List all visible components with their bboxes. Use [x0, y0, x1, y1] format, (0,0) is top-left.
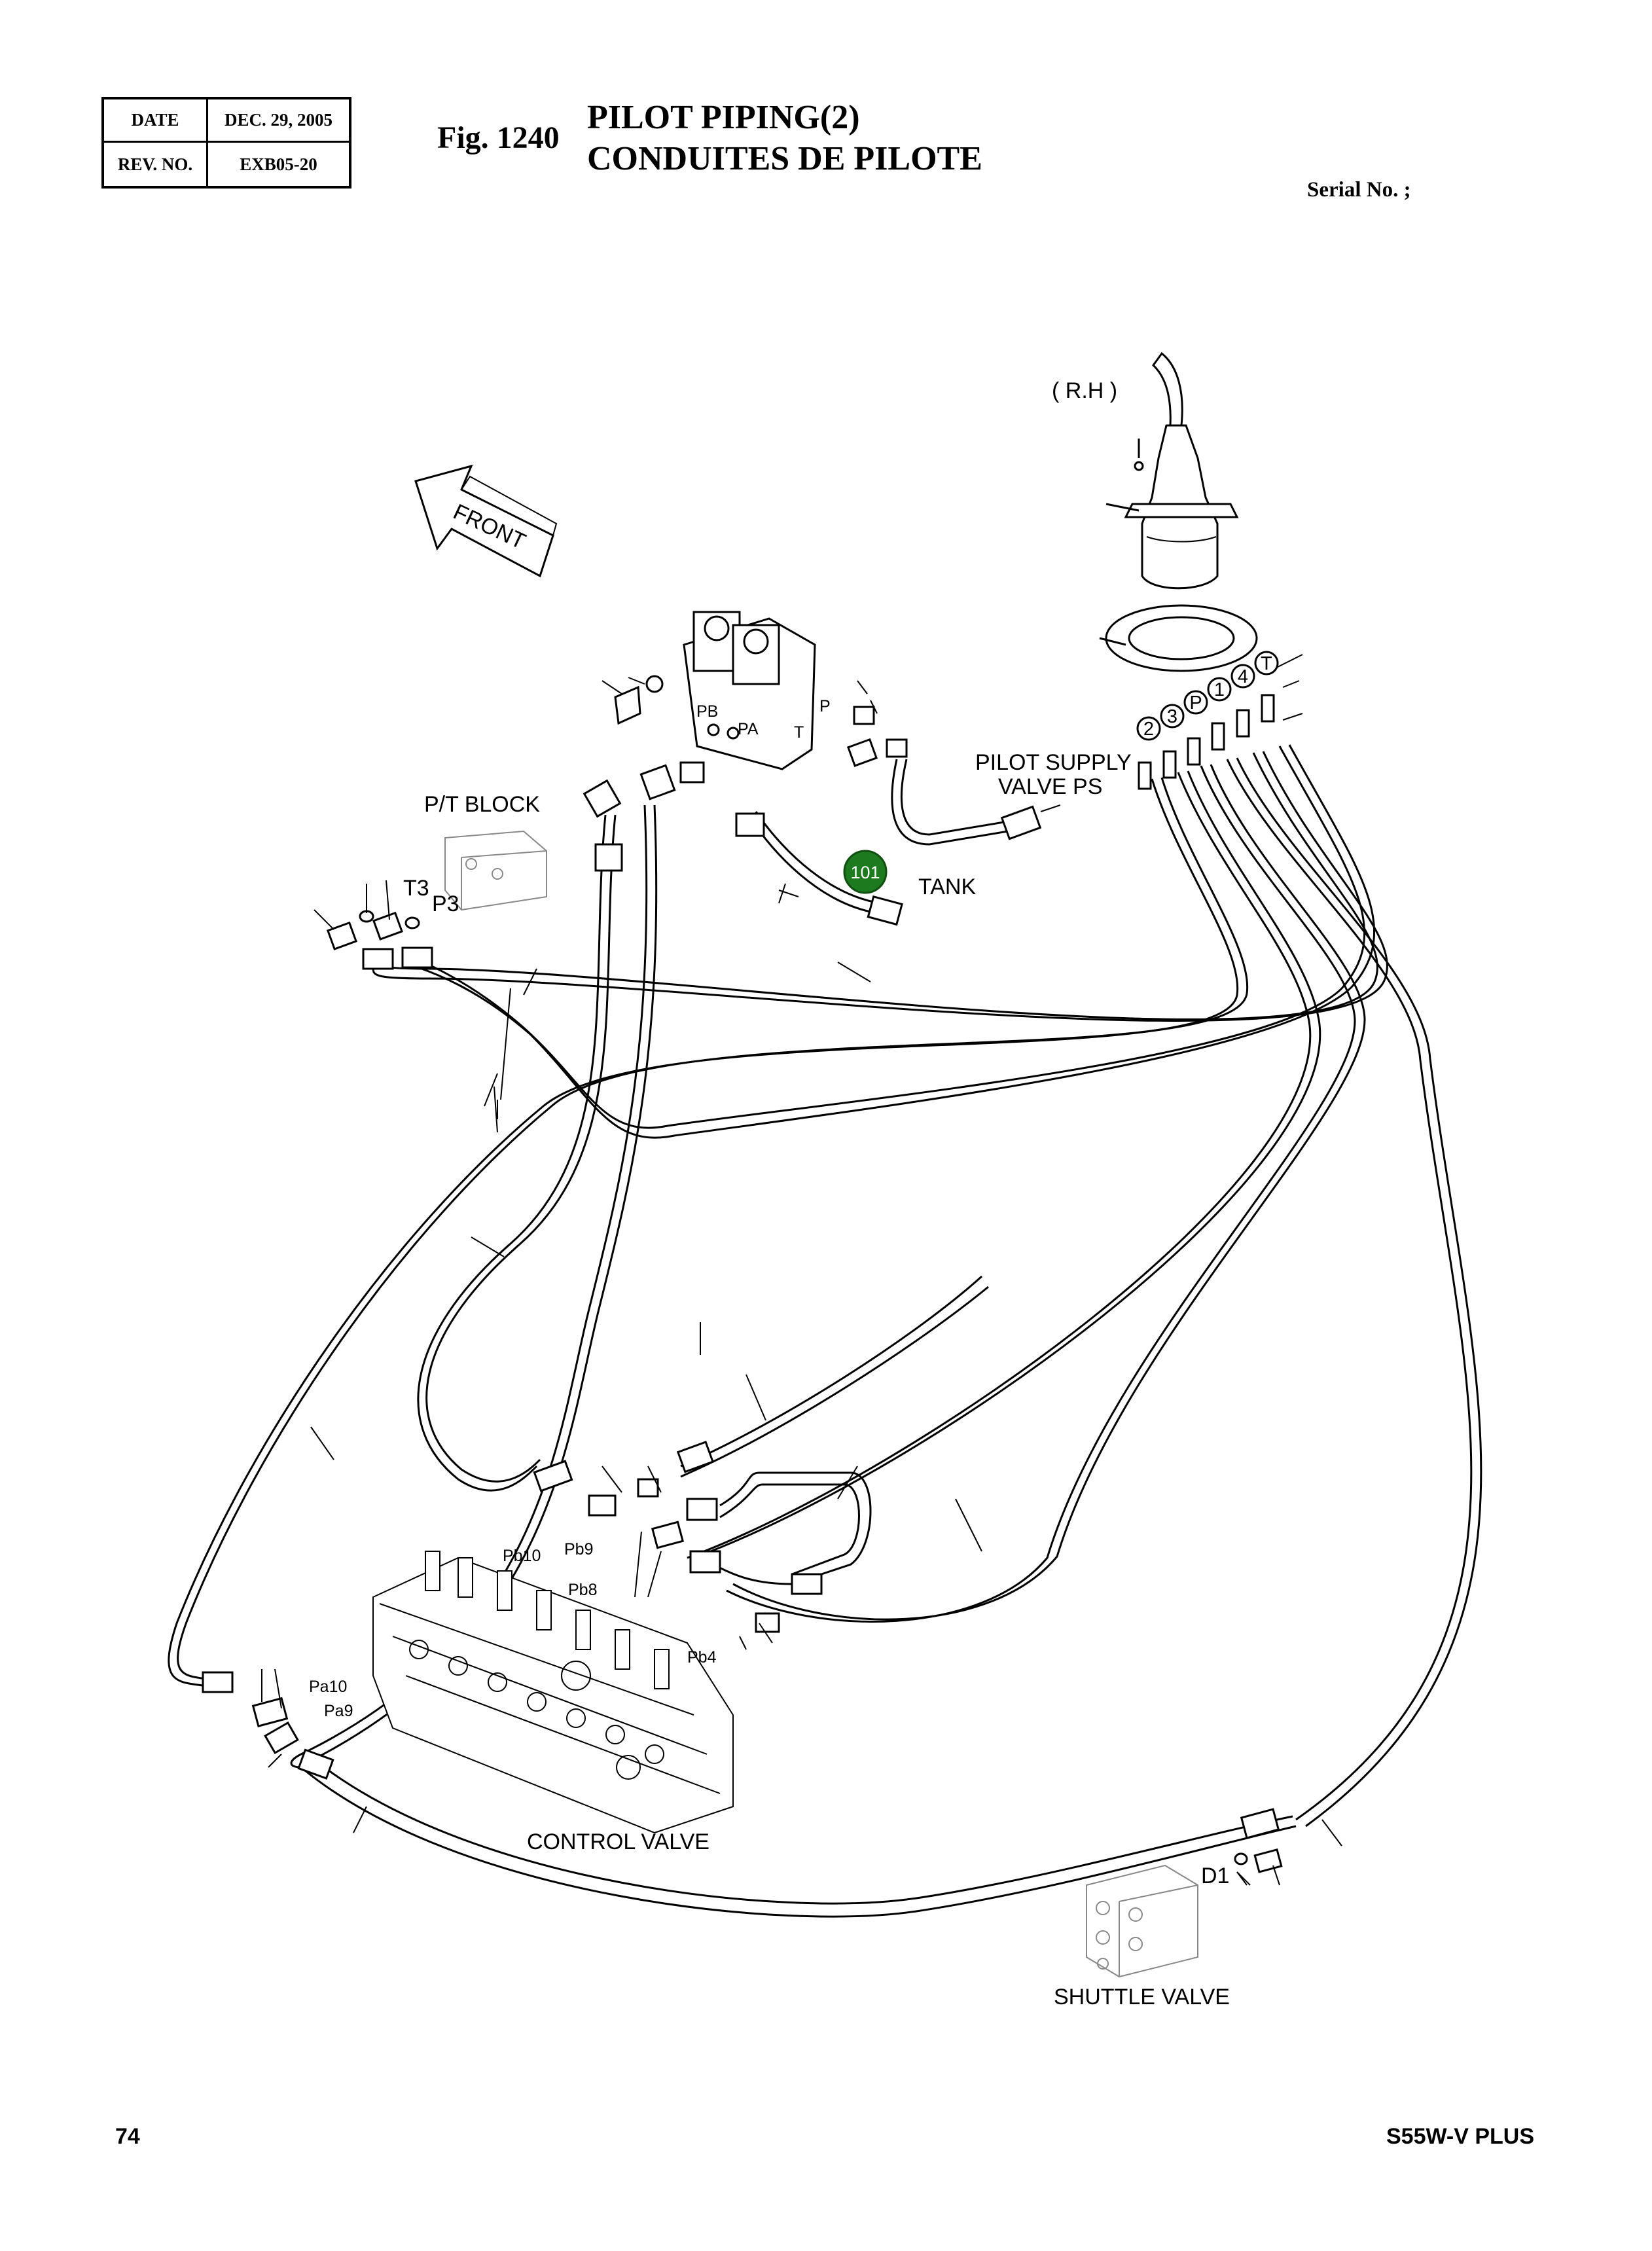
port-marker-t: T [1261, 653, 1272, 674]
figure-title-en: PILOT PIPING(2) [587, 99, 860, 136]
label-d1: D1 [1201, 1864, 1229, 1888]
label-pb: PB [696, 702, 718, 721]
label-pb9: Pb9 [564, 1540, 593, 1558]
figure-number: Fig. 1240 [437, 120, 560, 155]
rev-label: REV. NO. [104, 143, 208, 186]
label-p: P [819, 697, 831, 715]
port-marker-1: 1 [1214, 679, 1225, 700]
label-pb8: Pb8 [568, 1581, 597, 1599]
label-pa9: Pa9 [324, 1702, 353, 1720]
hose-bundle [168, 744, 1482, 1828]
rev-value: EXB05-20 [240, 154, 317, 174]
serial-number: Serial No. ; [1307, 178, 1411, 202]
port-marker-p: P [1189, 693, 1202, 713]
diagram-labels: ( R.H ) P/T BLOCK T3 P3 PB PA P T PILOT … [309, 378, 1230, 2009]
callout-101: 101 [843, 850, 888, 894]
leader-lines [261, 654, 1342, 1886]
label-pa10: Pa10 [309, 1678, 347, 1696]
revision-table: DATE DEC. 29, 2005 REV. NO. EXB05-20 [101, 97, 351, 189]
model-name: S55W-V PLUS [1386, 2124, 1535, 2149]
label-pilot-supply-2: VALVE PS [998, 774, 1102, 799]
label-pt-block: P/T BLOCK [424, 792, 540, 817]
port-marker-4: 4 [1238, 666, 1248, 687]
label-rh: ( R.H ) [1052, 378, 1117, 403]
port-markers: 2 3 P 1 4 T [1136, 651, 1279, 790]
pt-block [444, 830, 547, 911]
label-pa: PA [738, 720, 759, 738]
callout-number: 101 [850, 863, 880, 882]
label-t: T [794, 723, 804, 742]
label-pb4: Pb4 [687, 1648, 717, 1666]
port-marker-3: 3 [1167, 706, 1177, 727]
date-label: DATE [104, 99, 208, 143]
joystick-rh [1099, 351, 1258, 672]
hose-shuttle [300, 1753, 1297, 1918]
solenoid-valve-block [614, 611, 816, 770]
page-number: 74 [115, 2124, 140, 2149]
label-p3: P3 [432, 891, 459, 916]
control-valve [372, 1551, 734, 1834]
hose-pilot-supply [735, 759, 1042, 926]
fittings [202, 706, 1283, 1873]
label-t3: T3 [403, 876, 429, 901]
port-marker-2: 2 [1143, 719, 1154, 740]
label-shuttle-valve: SHUTTLE VALVE [1054, 1985, 1230, 2009]
label-pilot-supply-1: PILOT SUPPLY [975, 750, 1132, 775]
date-value: DEC. 29, 2005 [208, 99, 349, 143]
shuttle-valve-block [1086, 1864, 1198, 1978]
figure-title-fr: CONDUITES DE PILOTE [587, 140, 982, 177]
front-arrow: FRONT [414, 464, 558, 578]
label-control-valve: CONTROL VALVE [527, 1829, 709, 1854]
label-tank: TANK [918, 874, 976, 899]
label-pb10: Pb10 [503, 1547, 541, 1565]
